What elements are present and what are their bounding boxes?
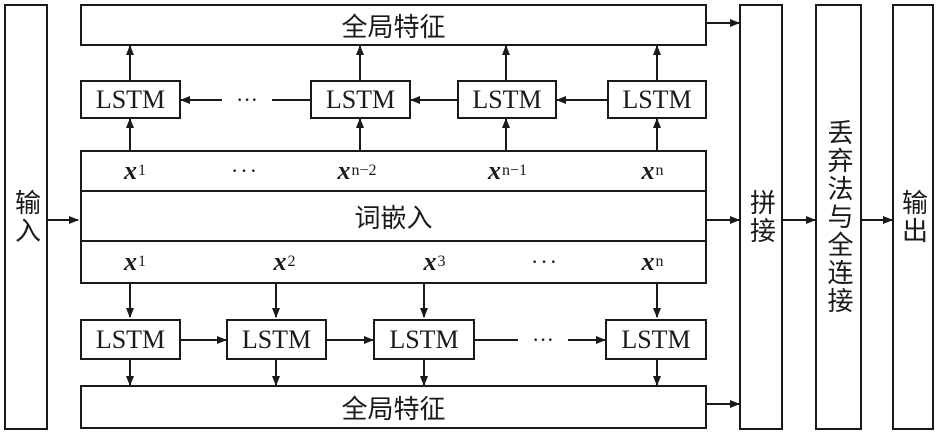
lstm-bottom-4: LSTM — [605, 319, 707, 360]
dropout-fc-label: 丢弃法与全连接 — [823, 119, 853, 315]
lstm-label: LSTM — [622, 84, 692, 114]
lstm-bottom-1: LSTM — [80, 319, 181, 360]
global-feature-top-label: 全局特征 — [341, 12, 446, 43]
token-bottom-ellipsis: ··· — [531, 249, 559, 274]
lstm-top-1: LSTM — [80, 80, 181, 119]
input-block: 输入 — [4, 4, 48, 430]
global-feature-bottom: 全局特征 — [80, 385, 707, 429]
word-embedding-text: 词嵌入 — [354, 203, 433, 234]
lstm-label: LSTM — [95, 84, 166, 114]
embedding-separators — [80, 190, 707, 192]
lstm-bottom-2: LSTM — [226, 319, 327, 360]
lstm-label: LSTM — [621, 324, 691, 354]
concat-label: 拼接 — [745, 189, 776, 245]
word-embedding-label: 词嵌入 — [80, 192, 707, 240]
embedding-separators-2 — [80, 240, 707, 242]
global-feature-bottom-label: 全局特征 — [341, 394, 446, 425]
top-lstm-ellipsis: ··· — [236, 87, 258, 112]
bottom-lstm-ellipsis: ··· — [532, 327, 554, 352]
concat-block: 拼接 — [739, 4, 783, 430]
lstm-top-2: LSTM — [310, 80, 411, 119]
input-label: 输入 — [10, 189, 41, 245]
lstm-label: LSTM — [95, 324, 166, 354]
lstm-top-4: LSTM — [607, 80, 707, 119]
global-feature-top: 全局特征 — [80, 4, 707, 46]
output-label: 输出 — [897, 189, 928, 245]
lstm-label: LSTM — [472, 84, 542, 114]
lstm-label: LSTM — [325, 84, 396, 114]
lstm-bottom-3: LSTM — [373, 319, 475, 360]
dropout-fc-block: 丢弃法与全连接 — [815, 4, 862, 430]
embedding-block — [80, 150, 707, 284]
lstm-label: LSTM — [389, 324, 459, 354]
output-block: 输出 — [892, 4, 934, 430]
lstm-label: LSTM — [241, 324, 312, 354]
token-top-ellipsis: ··· — [231, 158, 259, 183]
lstm-top-3: LSTM — [457, 80, 557, 119]
